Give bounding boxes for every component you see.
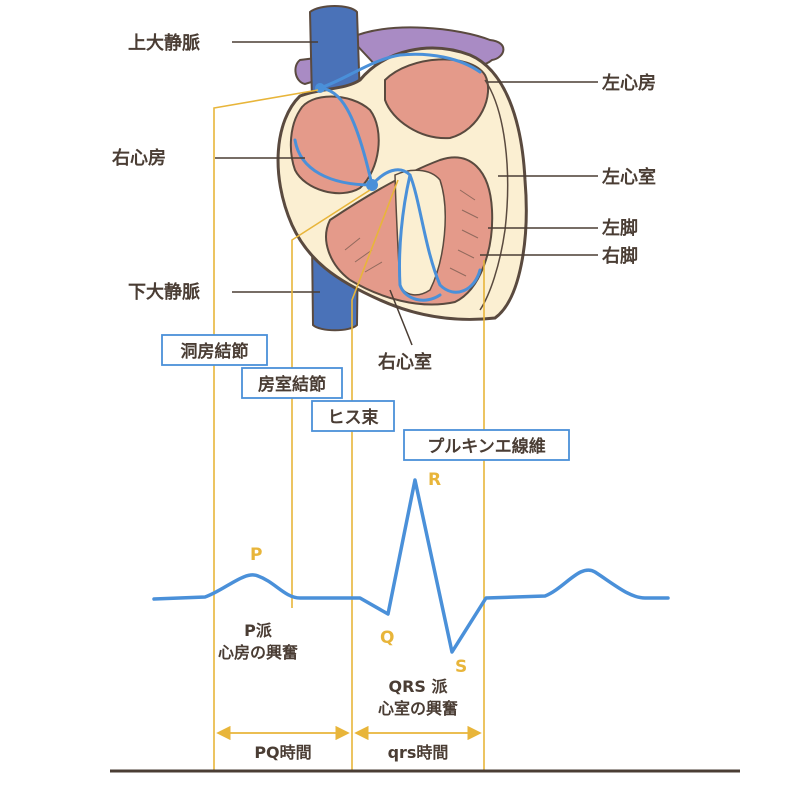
label-purkinje: プルキンエ線維 xyxy=(427,436,546,457)
wave-q: Q xyxy=(380,628,394,648)
label-right-ventricle: 右心室 xyxy=(378,351,432,373)
wave-r: R xyxy=(428,470,441,490)
qrs-desc: 心室の興奮 xyxy=(378,699,458,718)
wave-s: S xyxy=(455,657,467,677)
label-his-bundle: ヒス束 xyxy=(328,407,379,428)
purkinje-box: プルキンエ線維 xyxy=(403,429,570,461)
sa-node-box: 洞房結節 xyxy=(161,334,268,366)
wave-p: P xyxy=(250,545,262,565)
conduction-system xyxy=(293,52,482,302)
label-left-ventricle: 左心室 xyxy=(602,166,656,188)
sa-node-dot xyxy=(315,83,325,93)
label-left-atrium: 左心房 xyxy=(602,72,656,94)
label-av-node: 房室結節 xyxy=(258,374,326,395)
label-inferior-vena-cava: 下大静脈 xyxy=(128,281,200,303)
label-right-bundle: 右脚 xyxy=(602,245,638,267)
qrs-title: QRS 派 xyxy=(388,677,448,696)
p-wave-desc: 心房の興奮 xyxy=(218,643,298,662)
qrs-interval-label: qrs時間 xyxy=(388,743,449,762)
label-superior-vena-cava: 上大静脈 xyxy=(128,32,200,54)
av-node-box: 房室結節 xyxy=(241,367,343,399)
heart-illustration xyxy=(276,5,528,332)
guide-lines xyxy=(213,89,485,770)
ecg-trace xyxy=(152,478,670,654)
label-left-bundle: 左脚 xyxy=(602,217,638,239)
p-wave-title: P派 xyxy=(244,621,273,640)
his-bundle-box: ヒス束 xyxy=(311,400,395,432)
heart-leader-lines xyxy=(215,41,598,346)
label-right-atrium: 右心房 xyxy=(112,147,166,169)
label-sa-node: 洞房結節 xyxy=(181,341,249,362)
pq-interval-label: PQ時間 xyxy=(254,743,311,762)
left-atrium-shape xyxy=(384,58,490,140)
av-node-dot xyxy=(366,179,378,191)
